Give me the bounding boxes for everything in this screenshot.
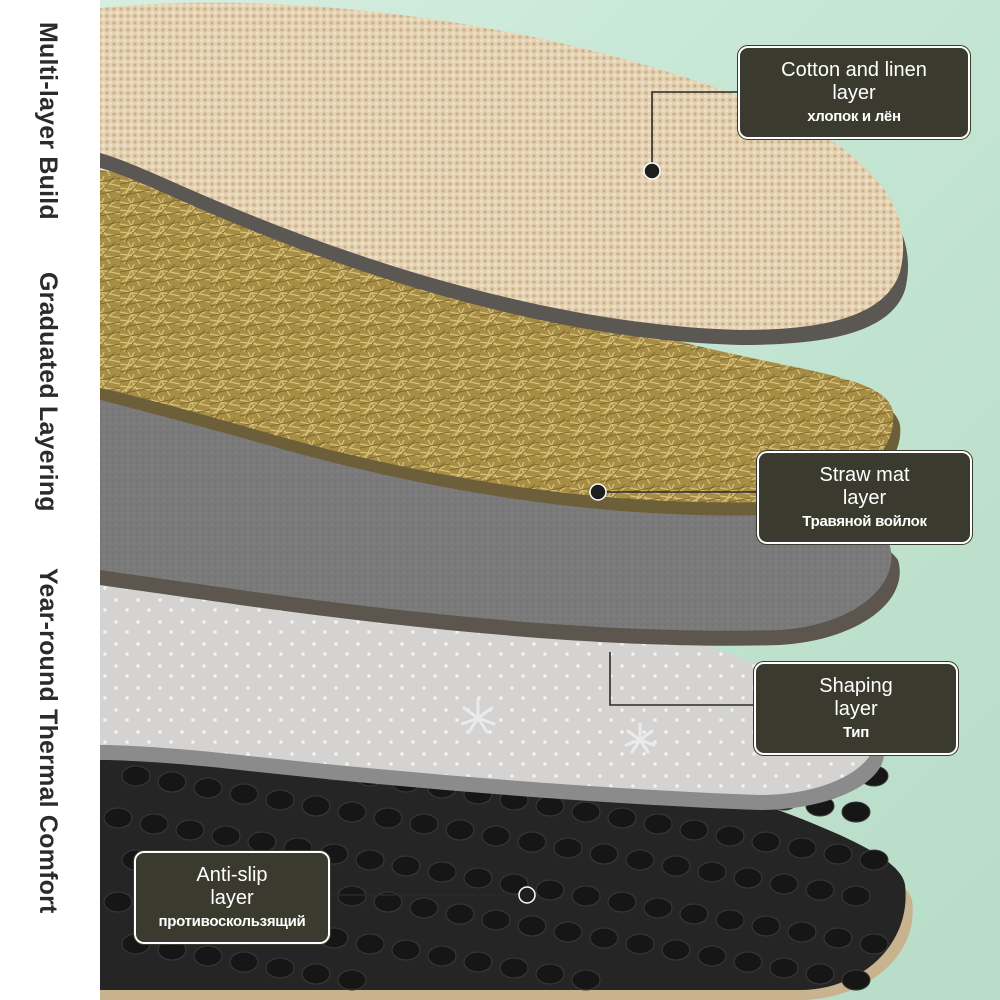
sole-nub	[409, 897, 439, 919]
sole-nub	[355, 849, 385, 871]
sole-nub	[535, 879, 565, 901]
callout-shaping-label-ru: Тип	[843, 723, 869, 741]
sole-nub	[355, 933, 385, 955]
cotton-linen-layer	[100, 2, 909, 346]
headline-graduated: Graduated Layering	[34, 272, 62, 512]
sole-nub	[157, 771, 187, 793]
sole-nub	[661, 855, 691, 877]
sole-nub	[625, 933, 655, 955]
sole-nub	[553, 837, 583, 859]
sole-nub	[337, 969, 367, 991]
sole-nub	[787, 837, 817, 859]
sole-nub	[481, 825, 511, 847]
sole-nub	[751, 831, 781, 853]
sole-nub	[301, 795, 331, 817]
sole-nub	[373, 891, 403, 913]
sole-nub	[301, 963, 331, 985]
sole-nub	[607, 807, 637, 829]
headline-thermal: Year-round Thermal Comfort	[34, 568, 62, 914]
sole-nub	[805, 963, 835, 985]
sole-nub	[517, 831, 547, 853]
sole-nub	[499, 957, 529, 979]
sole-nub	[265, 957, 295, 979]
sole-nub	[391, 855, 421, 877]
callout-cotton-label: Cotton and linen layer	[781, 58, 927, 104]
sole-nub	[697, 861, 727, 883]
sole-nub	[661, 939, 691, 961]
sole-nub	[769, 957, 799, 979]
sole-nub	[715, 825, 745, 847]
leader-dots	[518, 162, 661, 904]
sole-nub	[607, 891, 637, 913]
sole-nub	[805, 879, 835, 901]
sole-nub	[427, 945, 457, 967]
callout-antislip-label-ru: противоскользящий	[158, 912, 306, 930]
callout-cotton-linen: Cotton and linen layer хлопок и лён	[737, 45, 971, 140]
callout-shaping: Shaping layer Тип	[753, 661, 959, 756]
sole-nub	[697, 945, 727, 967]
sole-nub	[679, 819, 709, 841]
sole-nub	[193, 777, 223, 799]
sole-nub	[643, 813, 673, 835]
sole-nub	[409, 813, 439, 835]
sole-nub	[643, 897, 673, 919]
sole-nub	[841, 801, 871, 823]
sole-nub	[535, 795, 565, 817]
sole-nub	[445, 903, 475, 925]
sole-nub	[733, 951, 763, 973]
sole-nub	[427, 861, 457, 883]
straw-mat-layer	[100, 170, 901, 516]
sole-nub	[175, 819, 205, 841]
sole-nub	[211, 825, 241, 847]
callout-straw-label: Straw mat layer	[819, 463, 910, 509]
sole-nub	[841, 969, 871, 991]
sole-nub	[859, 849, 889, 871]
sole-nub	[445, 819, 475, 841]
sole-nub	[571, 885, 601, 907]
sole-nub	[715, 909, 745, 931]
sidebar-text-panel: Multi-layer Build	[0, 0, 100, 1000]
sole-nub	[517, 915, 547, 937]
sole-nub	[481, 909, 511, 931]
sole-nub	[103, 891, 133, 913]
sole-nub	[859, 933, 889, 955]
callout-antislip-label: Anti-slip layer	[196, 863, 268, 909]
sole-nub	[787, 921, 817, 943]
sole-nub	[823, 843, 853, 865]
sole-nub	[229, 951, 259, 973]
sole-nub	[265, 789, 295, 811]
sole-nub	[391, 939, 421, 961]
sole-nub	[733, 867, 763, 889]
sole-nub	[571, 969, 601, 991]
sole-nub	[589, 843, 619, 865]
callout-cotton-label-ru: хлопок и лён	[807, 107, 901, 125]
sole-nub	[553, 921, 583, 943]
sole-nub	[625, 849, 655, 871]
sole-nub	[337, 801, 367, 823]
sole-nub	[769, 873, 799, 895]
sole-nub	[535, 963, 565, 985]
sole-nub	[103, 807, 133, 829]
callout-anti-slip: Anti-slip layer противоскользящий	[133, 850, 331, 945]
sole-nub	[463, 867, 493, 889]
sole-nub	[229, 783, 259, 805]
sole-nub	[679, 903, 709, 925]
sole-nub	[337, 885, 367, 907]
callout-straw-label-ru: Травяной войлок	[802, 512, 927, 530]
callout-shaping-label: Shaping layer	[819, 674, 893, 720]
sole-nub	[841, 885, 871, 907]
sole-nub	[139, 813, 169, 835]
callout-straw-mat: Straw mat layer Травяной войлок	[756, 450, 973, 545]
sole-nub	[463, 951, 493, 973]
sole-nub	[571, 801, 601, 823]
headline-multilayer: Multi-layer Build	[34, 22, 62, 220]
sole-nub	[247, 831, 277, 853]
sole-nub	[193, 945, 223, 967]
sole-nub	[121, 765, 151, 787]
leader-lines	[330, 91, 757, 896]
sole-nub	[373, 807, 403, 829]
sole-nub	[751, 915, 781, 937]
sole-nub	[589, 927, 619, 949]
sole-nub	[823, 927, 853, 949]
